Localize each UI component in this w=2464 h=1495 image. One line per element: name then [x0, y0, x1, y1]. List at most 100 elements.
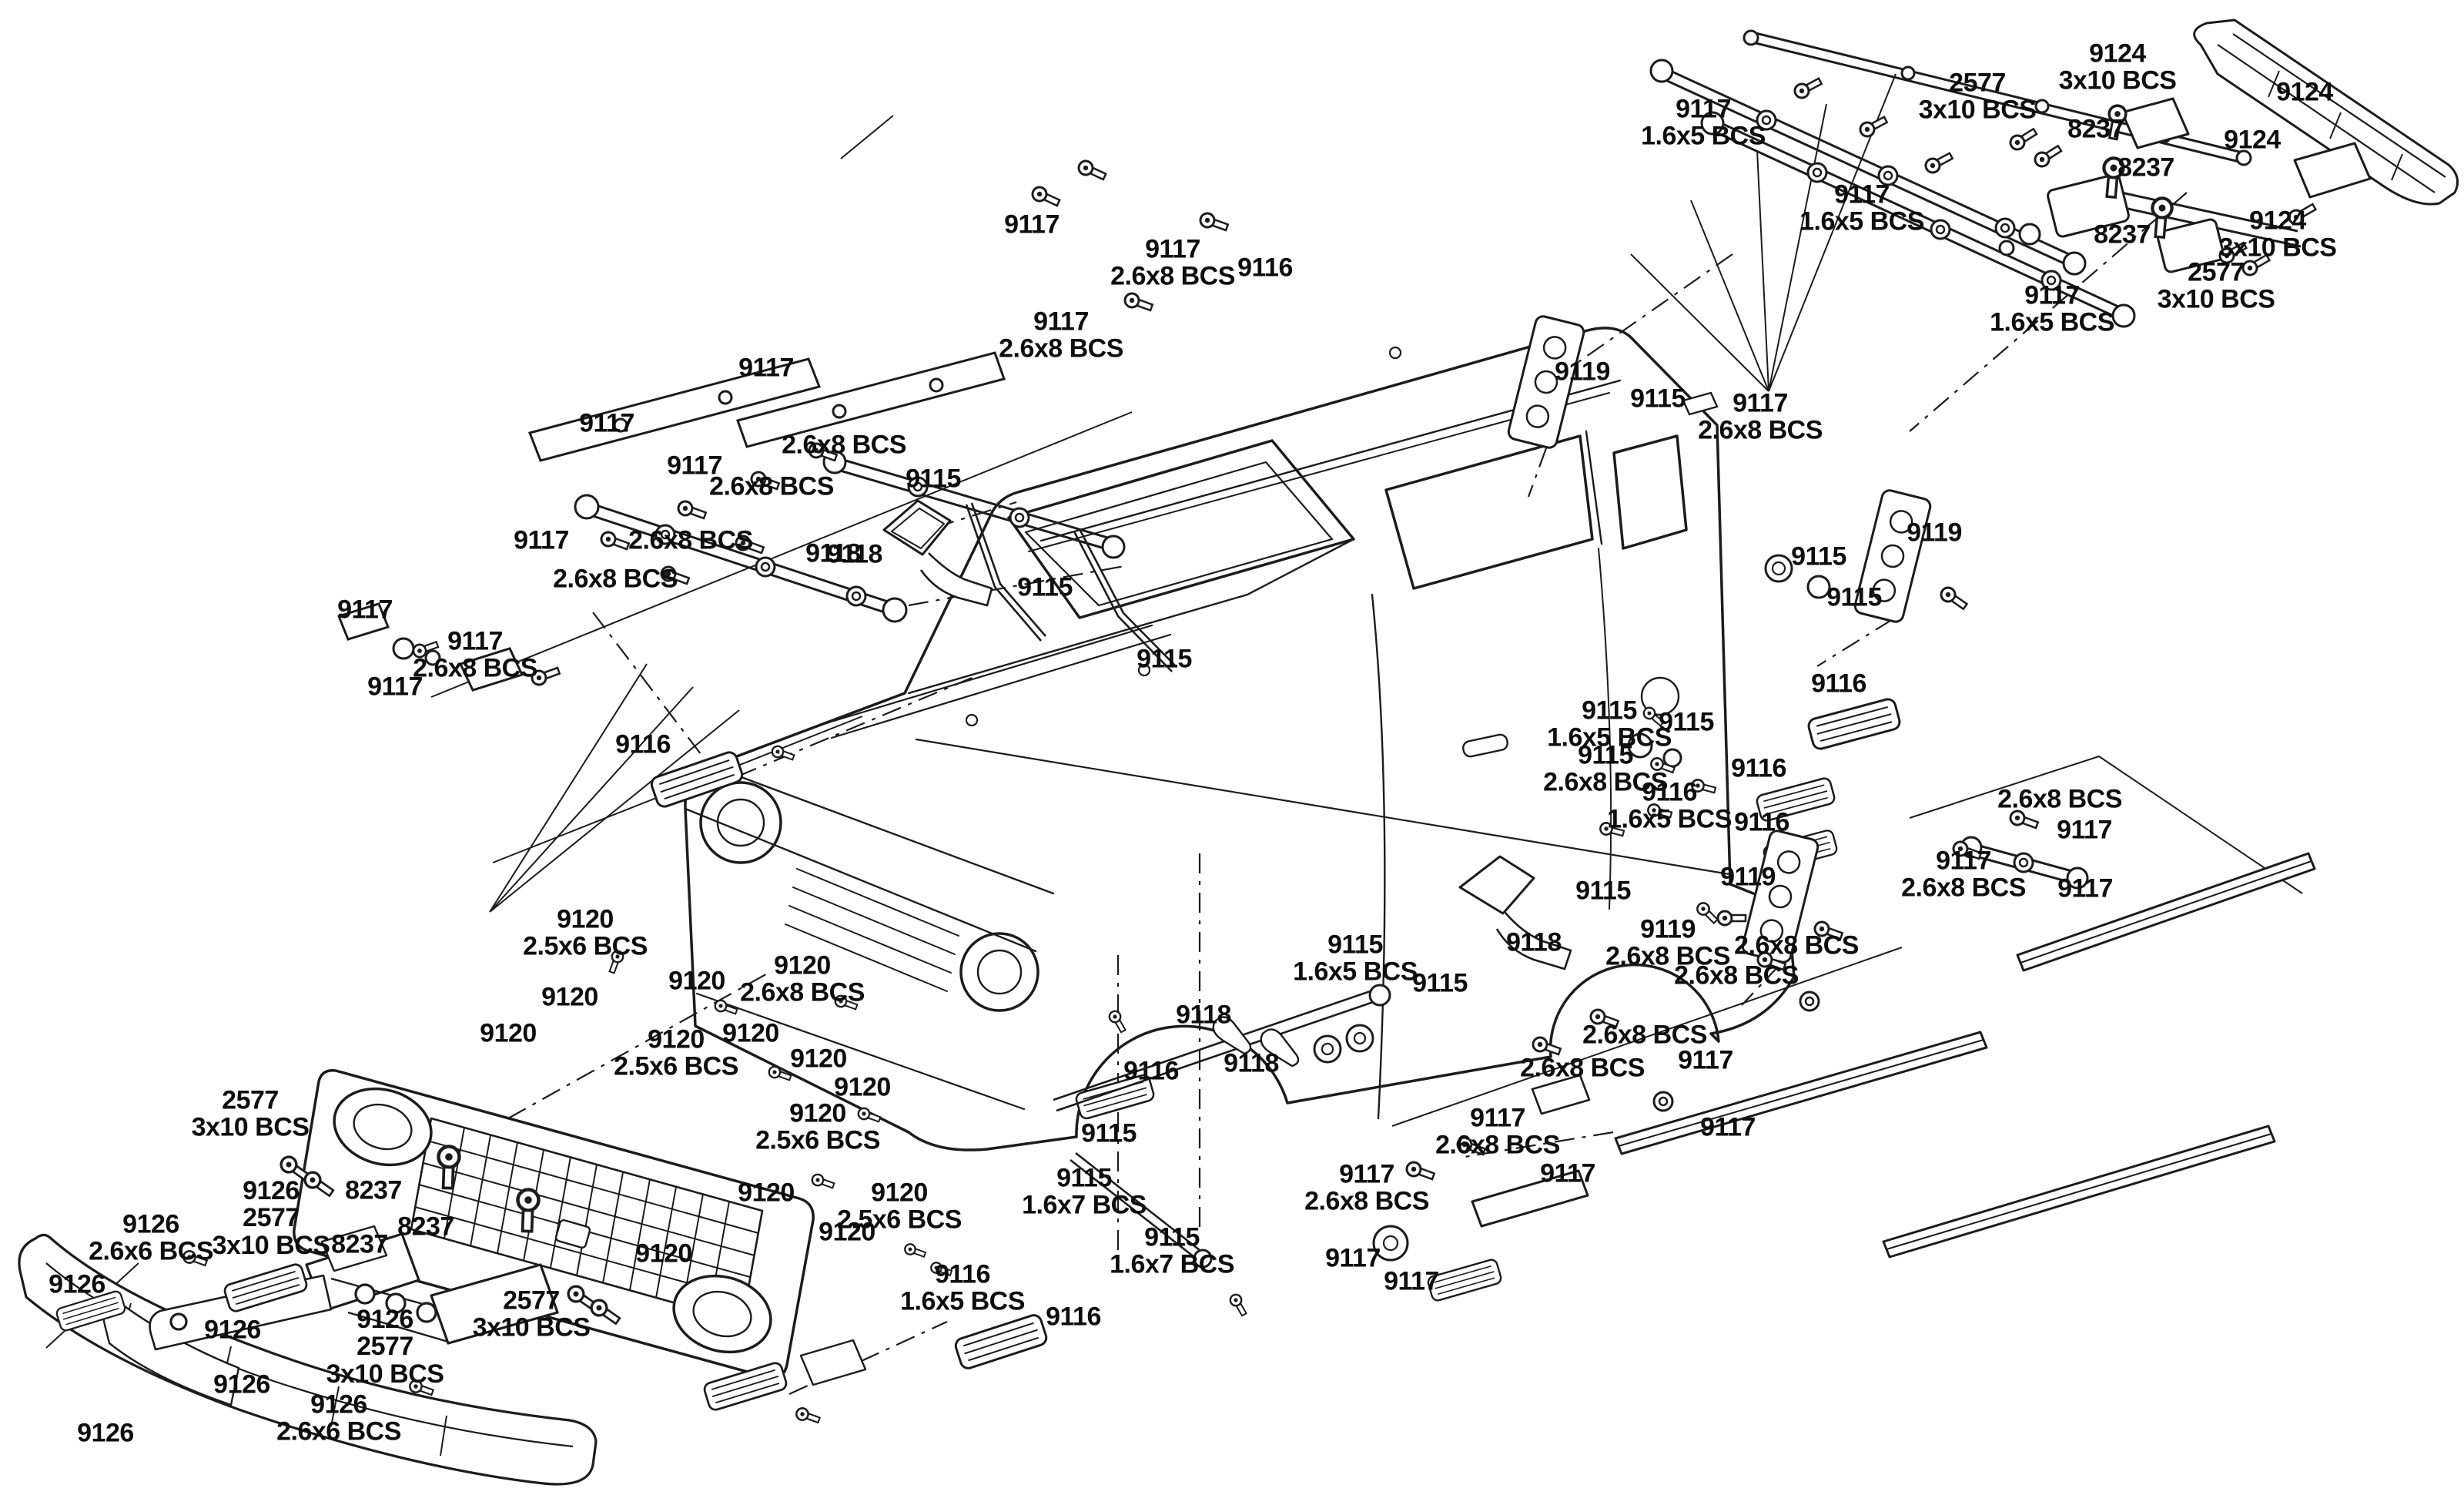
front-bumper-sketch — [18, 1225, 867, 1486]
part-label: 9117 — [667, 451, 722, 481]
part-label: 9117 — [1004, 210, 1060, 240]
part-label: 9117 — [738, 353, 794, 383]
part-label: 9116 — [1046, 1302, 1101, 1332]
part-label: 9120 — [722, 1018, 779, 1048]
roof-rail-plates-sketch — [337, 351, 1126, 692]
part-label: 9119 — [1555, 357, 1610, 387]
part-label: 9116 — [615, 729, 671, 759]
part-label: 9120 — [738, 1178, 795, 1208]
part-label: 9117 — [1540, 1158, 1595, 1188]
part-label: 9126 2.6x6 BCS — [89, 1209, 213, 1266]
part-label: 9117 — [2057, 815, 2112, 845]
part-label: 9117 1.6x5 BCS — [1641, 94, 1766, 151]
part-label: 9117 1.6x5 BCS — [1990, 280, 2114, 337]
part-label: 9116 1.6x5 BCS — [900, 1259, 1025, 1316]
part-label: 9118 — [1224, 1048, 1279, 1078]
part-label: 9117 2.6x8 BCS — [413, 626, 537, 683]
part-label: 9118 — [1506, 927, 1562, 957]
part-label: 2.6x8 BCS — [1520, 1053, 1645, 1083]
part-label: 9115 — [1575, 876, 1631, 906]
part-label: 9116 — [1811, 669, 1866, 699]
part-label: 9115 2.6x8 BCS — [1543, 740, 1668, 797]
part-label: 9115 — [1412, 968, 1468, 998]
part-label: 9115 — [906, 464, 961, 494]
part-label: 9120 2.6x8 BCS — [740, 950, 865, 1007]
vehicle-body-sketch — [684, 327, 1796, 1151]
part-label: 9118 — [1176, 1000, 1231, 1030]
part-label: 9124 3x10 BCS — [2058, 39, 2177, 96]
part-label: 9126 2.6x6 BCS — [276, 1389, 401, 1446]
part-label: 9117 — [2057, 873, 2113, 903]
part-label: 9115 1.6x5 BCS — [1547, 696, 1672, 753]
part-label: 9115 — [1659, 707, 1714, 737]
part-label: 9118 — [827, 539, 882, 569]
part-label: 9126 — [49, 1269, 105, 1299]
part-label: 9120 2.5x6 BCS — [614, 1024, 738, 1081]
part-label: 2.6x8 BCS — [1582, 1020, 1707, 1050]
part-label: 9119 — [1907, 518, 1962, 548]
part-label: 9117 — [337, 595, 393, 625]
part-label: 9120 — [790, 1044, 847, 1074]
part-label: 9115 — [1791, 541, 1846, 572]
roof-rack-rails-sketch — [1649, 29, 2252, 328]
part-label: 9120 — [834, 1072, 891, 1102]
part-label: 9126 — [77, 1418, 134, 1448]
part-label: 9117 2.6x8 BCS — [1698, 388, 1823, 445]
part-label: 9117 2.6x8 BCS — [1304, 1159, 1429, 1216]
part-label: 9119 — [1720, 862, 1776, 892]
part-label: 9117 — [579, 408, 634, 438]
part-label: 9115 — [1630, 384, 1686, 414]
part-label: 9116 1.6x5 BCS — [1607, 777, 1732, 834]
part-label: 9120 — [480, 1018, 537, 1048]
part-label: 9124 3x10 BCS — [2218, 206, 2337, 263]
part-label: 2.6x8 BCS — [782, 430, 906, 460]
part-label: 2.6x8 BCS — [1997, 784, 2122, 814]
part-label: 2577 3x10 BCS — [2157, 257, 2275, 314]
part-label: 9117 — [1325, 1243, 1381, 1273]
part-label: 9115 — [1017, 572, 1073, 602]
grille-sketch — [293, 1069, 815, 1379]
part-label: 9126 2577 3x10 BCS — [326, 1304, 444, 1389]
part-label: 8237 — [397, 1212, 454, 1242]
part-label: 9117 2.6x8 BCS — [1901, 846, 2026, 903]
part-label: 8237 — [2067, 114, 2124, 144]
part-label: 2.6x8 BCS — [628, 525, 753, 555]
part-label: 9116 — [1734, 807, 1789, 837]
part-label: 9115 — [1081, 1118, 1137, 1148]
part-label: 9117 1.6x5 BCS — [1799, 179, 1924, 236]
part-label: 9115 1.6x7 BCS — [1110, 1222, 1234, 1279]
part-label: 9116 — [1731, 753, 1786, 783]
part-label: 9117 — [1384, 1266, 1439, 1296]
part-label: 9120 2.5x6 BCS — [523, 904, 648, 961]
part-label: 9126 2577 3x10 BCS — [212, 1175, 330, 1260]
part-label: 9116 — [1237, 253, 1293, 283]
part-label: 8237 — [345, 1175, 402, 1205]
part-label: 2.6x8 BCS — [1734, 930, 1859, 960]
rocker-strips-sketch — [1372, 836, 2316, 1303]
part-label: 9120 — [668, 966, 725, 996]
part-label: 9117 — [1678, 1045, 1733, 1075]
part-label: 2.6x8 BCS — [553, 564, 678, 594]
part-label: 9115 — [1137, 644, 1192, 674]
part-label: 2.6x8 BCS — [1674, 960, 1799, 991]
part-label: 9118 — [805, 538, 861, 568]
part-label: 9117 — [367, 672, 423, 702]
part-label: 9120 2.5x6 BCS — [755, 1098, 880, 1155]
part-label: 9115 1.6x5 BCS — [1293, 930, 1418, 987]
part-label: 9120 — [635, 1239, 692, 1269]
part-label: 9120 — [819, 1217, 875, 1247]
part-label: 9116 — [1123, 1056, 1179, 1086]
part-label: 2577 3x10 BCS — [191, 1085, 310, 1142]
trim-mirror-wiper-sketch — [648, 391, 1903, 1372]
part-label: 9117 — [1700, 1112, 1756, 1142]
part-label: 9120 — [541, 982, 598, 1012]
part-label: 8237 — [2118, 153, 2174, 183]
part-label: 9119 2.6x8 BCS — [1605, 914, 1730, 971]
part-label: 9120 2.5x6 BCS — [837, 1178, 962, 1235]
part-label: 9117 2.6x8 BCS — [1110, 234, 1235, 291]
part-label: 9126 — [204, 1315, 261, 1345]
part-label: 8237 — [2094, 220, 2151, 250]
